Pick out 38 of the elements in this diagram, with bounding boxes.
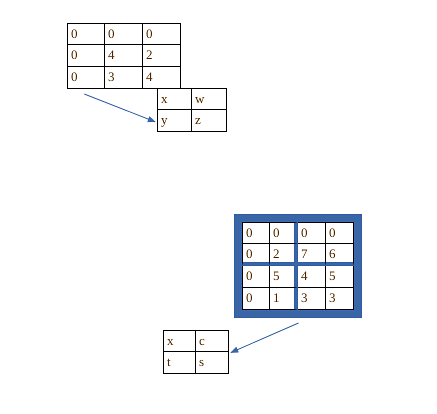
matrix-cell: 0 bbox=[143, 23, 181, 45]
matrix-cell: 0 bbox=[242, 244, 270, 266]
matrix-cell: 3 bbox=[298, 288, 326, 310]
matrix-cell: z bbox=[192, 110, 227, 132]
matrix-table bbox=[67, 23, 181, 89]
matrix-cell: 5 bbox=[270, 266, 298, 288]
matrix-cell: 0 bbox=[270, 222, 298, 244]
matrix-cell: 0 bbox=[67, 23, 105, 45]
matrix-cell: 2 bbox=[143, 45, 181, 67]
matrix-cell: 3 bbox=[105, 67, 143, 89]
matrix-cell: 6 bbox=[326, 244, 354, 266]
matrix-cell: 0 bbox=[242, 288, 270, 310]
matrix-cell: 0 bbox=[105, 23, 143, 45]
matrix-cell: 0 bbox=[67, 67, 105, 89]
matrix-table bbox=[157, 88, 227, 132]
matrix-cell: 4 bbox=[298, 266, 326, 288]
arrow bbox=[230, 322, 299, 353]
matrix-cell: 0 bbox=[326, 222, 354, 244]
pooling-matrix bbox=[234, 214, 362, 318]
matrix-table bbox=[163, 330, 229, 374]
matrix-cell: 7 bbox=[298, 244, 326, 266]
matrix-cell: w bbox=[192, 88, 227, 110]
matrix-cell: s bbox=[196, 352, 229, 374]
matrix-cell: 2 bbox=[270, 244, 298, 266]
matrix-cell: 4 bbox=[105, 45, 143, 67]
matrix-cell: 0 bbox=[242, 222, 270, 244]
matrix-cell: 5 bbox=[326, 266, 354, 288]
arrow bbox=[84, 94, 156, 122]
matrix-cell: 0 bbox=[242, 266, 270, 288]
matrix-cell: x bbox=[163, 330, 196, 352]
matrix-cell: 1 bbox=[270, 288, 298, 310]
matrix-cell: x bbox=[157, 88, 192, 110]
matrix-cell: c bbox=[196, 330, 229, 352]
matrix-cell: 0 bbox=[67, 45, 105, 67]
matrix-cell: t bbox=[163, 352, 196, 374]
matrix-cell: 3 bbox=[326, 288, 354, 310]
matrix-cell: 0 bbox=[298, 222, 326, 244]
matrix-cell: y bbox=[157, 110, 192, 132]
